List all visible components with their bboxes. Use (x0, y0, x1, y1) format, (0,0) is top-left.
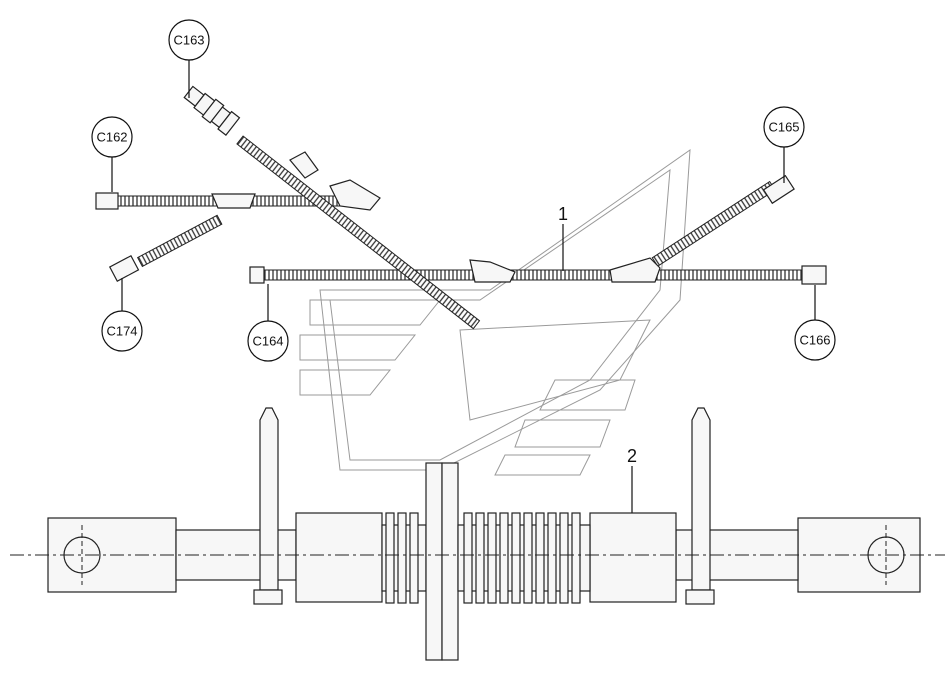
item-number-1: 1 (558, 204, 568, 224)
leader-lines (111, 60, 816, 513)
item-number-2: 2 (627, 446, 637, 466)
callout-c166: C166 (794, 319, 836, 361)
callout-label: C166 (799, 333, 830, 348)
callout-c163: C163 (168, 19, 210, 61)
callout-label: C165 (768, 120, 799, 135)
callout-c162: C162 (91, 116, 133, 158)
callout-c174: C174 (101, 310, 143, 352)
wire-harness (95, 85, 827, 330)
callout-label: C163 (173, 33, 204, 48)
callout-label: C164 (252, 334, 283, 349)
callout-label: C174 (106, 324, 137, 339)
callout-label: C162 (96, 130, 127, 145)
callout-c165: C165 (763, 106, 805, 148)
callout-c164: C164 (247, 320, 289, 362)
drawbar-assembly (10, 407, 945, 661)
connector-c162 (95, 192, 119, 210)
